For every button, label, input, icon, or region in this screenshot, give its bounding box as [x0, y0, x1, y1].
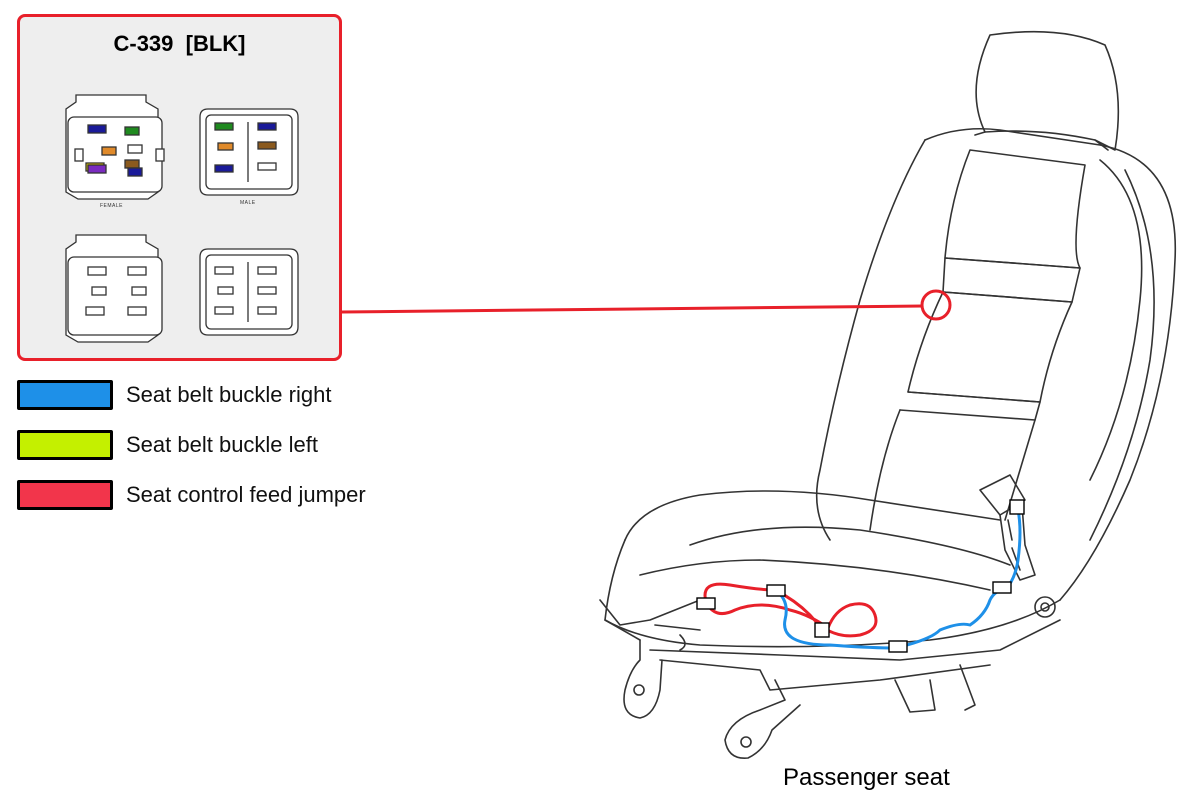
legend-swatch — [17, 480, 113, 510]
legend-swatch — [17, 380, 113, 410]
female-connector-numbered — [65, 234, 163, 343]
legend-item-right-buckle: Seat belt buckle right — [17, 380, 417, 410]
female-view-label: FEMALE — [100, 203, 124, 209]
connector-faces — [65, 94, 299, 343]
male-view-label: MALE — [240, 200, 256, 206]
male-connector-colored — [199, 108, 299, 196]
connector-title: C-339 [BLK] — [113, 31, 246, 56]
female-connector-colored — [65, 94, 165, 200]
connector-plug — [888, 640, 908, 653]
legend-item-left-buckle: Seat belt buckle left — [17, 430, 417, 460]
male-connector-numbered — [199, 248, 299, 336]
connector-plug — [766, 584, 786, 597]
callout-leader-line — [341, 304, 924, 314]
legend-label: Seat belt buckle left — [126, 432, 319, 457]
seat-caption: Passenger seat — [783, 764, 950, 791]
legend-label: Seat control feed jumper — [126, 482, 366, 507]
callout-target-circle — [920, 289, 952, 321]
connector-plug — [992, 581, 1012, 594]
connector-plug — [1009, 499, 1025, 515]
connector-plug — [696, 597, 716, 610]
legend-label: Seat belt buckle right — [126, 382, 332, 407]
legend-swatch — [17, 430, 113, 460]
connector-callout: C-339 [BLK] — [17, 14, 342, 361]
legend-item-feed-jumper: Seat control feed jumper — [17, 480, 417, 510]
connector-plug — [814, 622, 830, 638]
